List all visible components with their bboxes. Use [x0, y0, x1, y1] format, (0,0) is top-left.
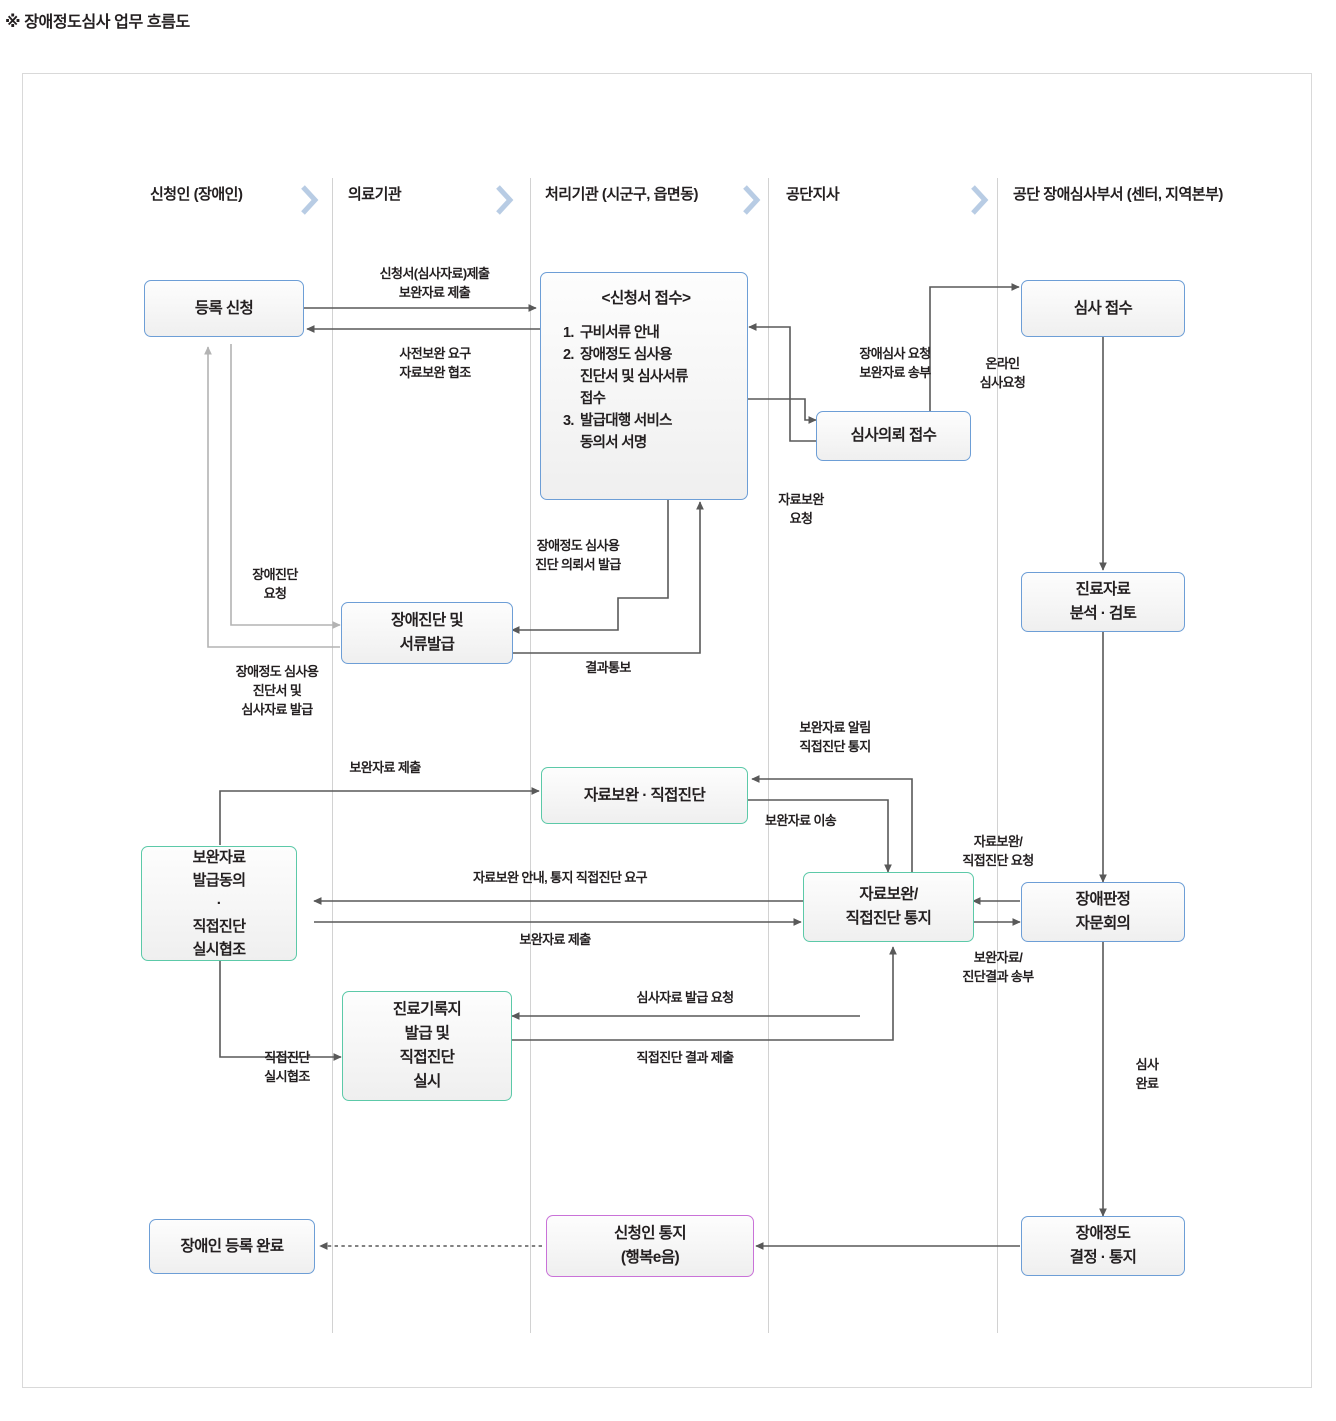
node-review-reception[interactable]: 심사 접수 — [1021, 280, 1185, 337]
edge-label-supplement-data-transfer: 보완자료 이송 — [765, 813, 837, 828]
node-registration-request[interactable]: 등록 신청 — [144, 280, 304, 337]
lane-header-applicant: 신청인 (장애인) — [150, 186, 243, 203]
edge-label-diagnosis-docs-issue: 장애정도 심사용 진단서 및 심사자료 발급 — [235, 664, 319, 717]
node-disability-decision-notice-label: 장애정도 결정 · 통지 — [1069, 1225, 1137, 1266]
edge-label-disability-review-request: 장애심사 요청 보완자료 송부 — [859, 346, 931, 380]
lane-divider-3 — [768, 178, 769, 1333]
lane-header-processing: 처리기관 (시군구, 읍면동) — [545, 186, 699, 203]
edge-label-data-supplement-request: 자료보완 요청 — [778, 492, 824, 526]
edge-label-submit-application: 신청서(심사자료)제출 보완자료 제출 — [379, 266, 490, 300]
node-application-reception[interactable]: <신청서 접수> 구비서류 안내 장애정도 심사용 진단서 및 심사서류 접수 … — [540, 272, 748, 500]
list-item: 장애정도 심사용 진단서 및 심사서류 접수 — [577, 344, 737, 410]
node-registration-complete[interactable]: 장애인 등록 완료 — [149, 1219, 315, 1274]
node-registration-complete-label: 장애인 등록 완료 — [180, 1237, 284, 1255]
node-application-reception-list: 구비서류 안내 장애정도 심사용 진단서 및 심사서류 접수 발급대행 서비스 … — [555, 322, 737, 454]
chevron-right-icon-3 — [743, 185, 761, 215]
edge-label-online-review-request: 온라인 심사요청 — [979, 356, 1026, 390]
node-medical-record-issue-label: 진료기록지 발급 및 직접진단 실시 — [392, 1001, 462, 1090]
chevron-right-icon-4 — [971, 185, 989, 215]
node-supplement-notice-label: 자료보완/ 직접진단 통지 — [845, 886, 932, 927]
lane-divider-2 — [530, 178, 531, 1333]
node-applicant-notice[interactable]: 신청인 통지 (행복e음) — [546, 1215, 754, 1277]
lane-header-medical: 의료기관 — [348, 186, 402, 203]
list-item: 발급대행 서비스 동의서 서명 — [577, 410, 737, 454]
edge-label-supplement-guide-notice: 자료보완 안내, 통지 직접진단 요구 — [472, 870, 648, 885]
edge-label-result-notice: 결과통보 — [585, 660, 631, 675]
edge-label-supplement-result-send: 보완자료/ 진단결과 송부 — [962, 950, 1034, 984]
lane-divider-4 — [997, 178, 998, 1333]
edge-label-pre-supplement-request: 사전보완 요구 자료보완 협조 — [399, 346, 471, 380]
node-medical-data-analysis[interactable]: 진료자료 분석 · 검토 — [1021, 572, 1185, 632]
node-supplement-notice[interactable]: 자료보완/ 직접진단 통지 — [803, 872, 974, 942]
node-supplement-consent[interactable]: 보완자료 발급동의 · 직접진단 실시협조 — [141, 846, 297, 961]
edge-label-diagnosis-certificate-issue: 장애정도 심사용 진단 의뢰서 발급 — [535, 538, 621, 572]
node-medical-record-issue[interactable]: 진료기록지 발급 및 직접진단 실시 — [342, 991, 512, 1101]
chevron-right-icon-2 — [496, 185, 514, 215]
page-title: ※ 장애정도심사 업무 흐름도 — [5, 14, 190, 31]
node-medical-data-analysis-label: 진료자료 분석 · 검토 — [1069, 581, 1137, 622]
edge-label-supplement-direct-request: 자료보완/ 직접진단 요청 — [962, 834, 1034, 868]
node-data-supplement-direct-exam[interactable]: 자료보완 · 직접진단 — [541, 767, 748, 824]
node-disability-diagnosis-docs-label: 장애진단 및 서류발급 — [390, 612, 464, 653]
edge-label-direct-exam-result-submit: 직접진단 결과 제출 — [636, 1050, 735, 1065]
node-data-supplement-direct-exam-label: 자료보완 · 직접진단 — [583, 786, 706, 804]
diagram-frame — [22, 73, 1312, 1388]
chevron-right-icon-1 — [301, 185, 319, 215]
node-review-reception-label: 심사 접수 — [1073, 299, 1133, 317]
edge-label-supplement-data-submit-mid: 보완자료 제출 — [519, 932, 591, 947]
edge-label-direct-exam-cooperation: 직접진단 실시협조 — [264, 1050, 310, 1084]
node-registration-request-label: 등록 신청 — [194, 299, 254, 317]
node-disability-decision-notice[interactable]: 장애정도 결정 · 통지 — [1021, 1216, 1185, 1276]
lane-header-branch: 공단지사 — [786, 186, 840, 203]
edge-label-disability-diagnosis-request: 장애진단 요청 — [252, 567, 298, 601]
node-application-reception-heading: <신청서 접수> — [601, 290, 692, 307]
node-applicant-notice-label: 신청인 통지 (행복e음) — [613, 1225, 687, 1266]
edge-label-supplement-data-notice: 보완자료 알림 직접진단 통지 — [799, 720, 871, 754]
edge-label-review-complete: 심사 완료 — [1135, 1057, 1159, 1091]
lane-header-review: 공단 장애심사부서 (센터, 지역본부) — [1013, 186, 1223, 203]
edge-label-supplement-data-submit-top: 보완자료 제출 — [349, 760, 421, 775]
node-disability-judgement-council-label: 장애판정 자문회의 — [1075, 891, 1131, 932]
node-disability-judgement-council[interactable]: 장애판정 자문회의 — [1021, 882, 1185, 942]
node-disability-diagnosis-docs[interactable]: 장애진단 및 서류발급 — [341, 602, 513, 664]
list-item: 구비서류 안내 — [577, 322, 737, 344]
edge-label-review-data-issue-request: 심사자료 발급 요청 — [636, 990, 735, 1005]
node-review-request-reception-label: 심사의뢰 접수 — [850, 427, 937, 444]
node-review-request-reception[interactable]: 심사의뢰 접수 — [816, 411, 971, 461]
node-supplement-consent-label: 보완자료 발급동의 · 직접진단 실시협조 — [192, 849, 246, 958]
lane-divider-1 — [332, 178, 333, 1333]
